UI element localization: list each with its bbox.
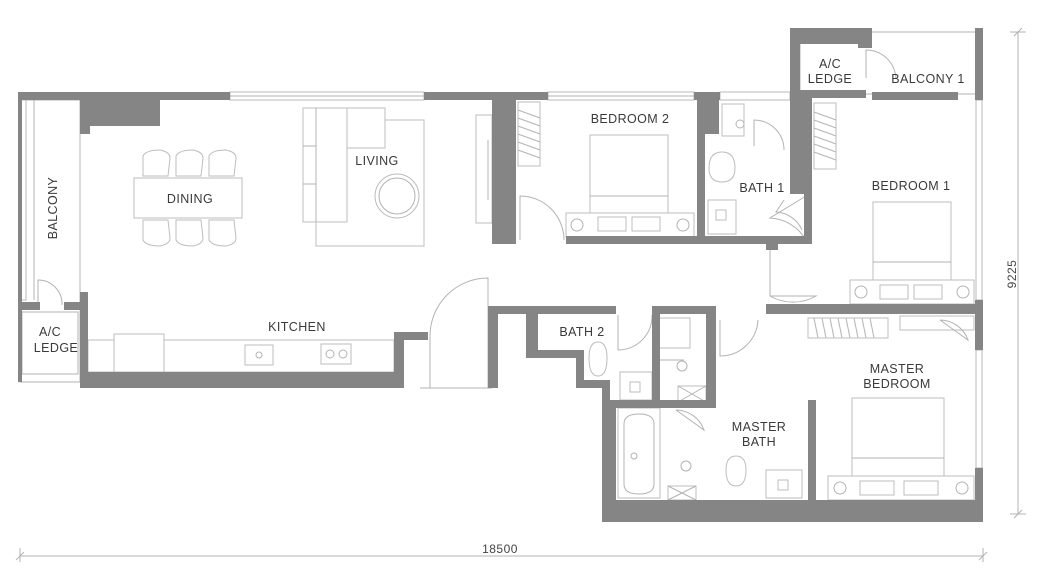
bathtub bbox=[617, 407, 661, 499]
sofa bbox=[302, 107, 348, 223]
furniture bbox=[19, 31, 977, 501]
dining-table bbox=[133, 177, 243, 219]
label-master-bath-1: MASTER bbox=[732, 420, 787, 434]
tv-console bbox=[475, 114, 493, 224]
dining-chairs bbox=[142, 149, 237, 247]
room-labels: BALCONY A/C LEDGE DINING LIVING KITCHEN … bbox=[34, 57, 965, 449]
fridge bbox=[113, 333, 165, 373]
entrance-door bbox=[429, 277, 489, 388]
balcony-door-swing bbox=[37, 279, 63, 306]
bedroom2-headboard bbox=[565, 212, 695, 238]
label-ac-ledge-left-1: A/C bbox=[39, 325, 61, 339]
label-bedroom2: BEDROOM 2 bbox=[591, 112, 670, 126]
bath1-toilet bbox=[708, 151, 736, 183]
dimension-height: 9225 bbox=[1005, 260, 1019, 289]
label-balcony-left: BALCONY bbox=[46, 176, 60, 239]
sink bbox=[244, 344, 274, 366]
balcony-left-frame bbox=[19, 99, 81, 383]
label-living: LIVING bbox=[355, 154, 398, 168]
master-bath-vanity bbox=[765, 469, 803, 499]
bedroom2-door bbox=[519, 195, 565, 241]
bath2-toilet bbox=[588, 341, 608, 377]
label-ac-ledge-top-1: A/C bbox=[819, 57, 841, 71]
master-headboard bbox=[827, 475, 975, 501]
walls bbox=[18, 28, 983, 522]
dimension-labels: 18500 9225 bbox=[482, 260, 1019, 556]
dimension-width: 18500 bbox=[482, 542, 518, 556]
label-master-bath-2: BATH bbox=[742, 435, 776, 449]
label-bath2: BATH 2 bbox=[559, 325, 604, 339]
label-balcony1: BALCONY 1 bbox=[891, 72, 965, 86]
bedroom1-door bbox=[769, 250, 818, 303]
label-master-bedroom-1: MASTER bbox=[870, 362, 925, 376]
bedroom1-headboard bbox=[849, 279, 975, 305]
label-bath1: BATH 1 bbox=[739, 181, 784, 195]
label-bedroom1: BEDROOM 1 bbox=[872, 179, 951, 193]
dimension-lines bbox=[15, 27, 1026, 562]
label-kitchen: KITCHEN bbox=[268, 320, 326, 334]
label-dining: DINING bbox=[167, 192, 213, 206]
hob bbox=[320, 343, 352, 365]
master-bath-toilet bbox=[725, 455, 747, 487]
coffee-table bbox=[374, 173, 420, 219]
label-ac-ledge-left-2: LEDGE bbox=[34, 341, 78, 355]
label-ac-ledge-top-2: LEDGE bbox=[808, 72, 852, 86]
bedroom2-bed bbox=[589, 134, 669, 214]
master-bed bbox=[851, 397, 945, 479]
bedroom1-bed bbox=[872, 201, 952, 281]
label-master-bedroom-2: BEDROOM bbox=[863, 377, 930, 391]
master-bedroom-door bbox=[719, 319, 759, 357]
